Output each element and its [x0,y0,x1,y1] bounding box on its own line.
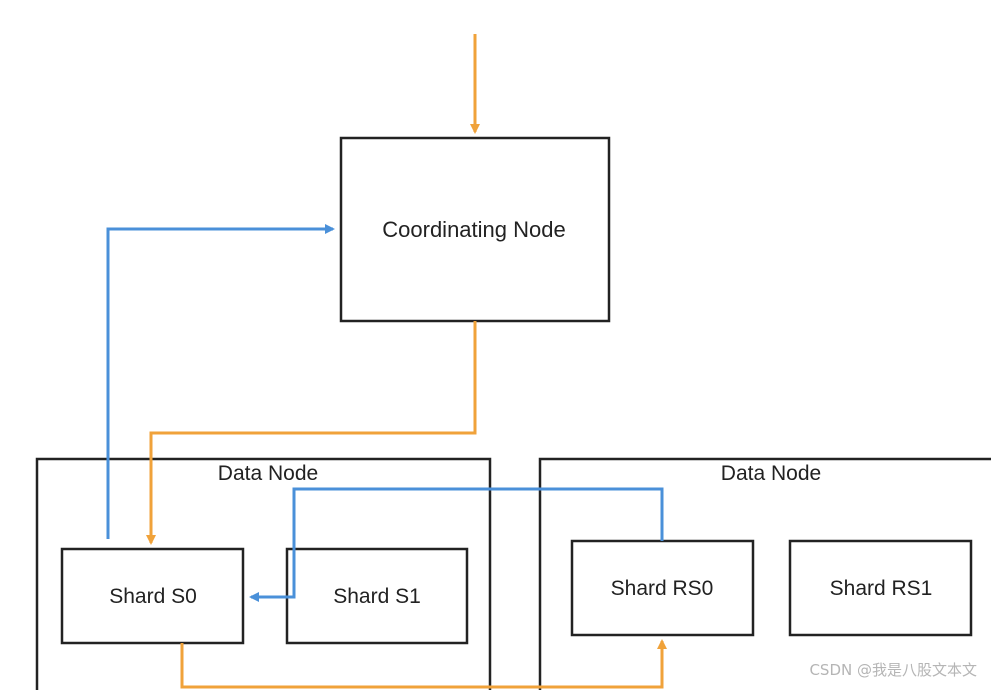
shard-rs0-label: Shard RS0 [610,577,714,600]
shard-s0-box [60,547,245,645]
coordinating-node-box [339,136,611,323]
watermark: CSDN @我是八股文本文 [809,661,977,679]
shard-s1-label: Shard S1 [333,585,421,608]
data-node-1-label: Data Node [217,462,319,485]
s0-to-coordinator-arrow [106,224,335,539]
shard-rs0-box [570,539,755,637]
data-node-2-label: Data Node [720,462,822,485]
shard-rs1-label: Shard RS1 [829,577,933,600]
shard-rs1-box [788,539,973,637]
s0-to-rs0-arrow [180,639,667,689]
coordinator-to-s0-arrow [146,321,477,545]
data-node-2-box [538,457,991,690]
coordinating-node-label: Coordinating Node [382,217,566,242]
data-node-1-box [35,457,492,690]
rs0-to-s0-arrow [249,487,664,602]
shard-s0-label: Shard S0 [109,585,197,608]
